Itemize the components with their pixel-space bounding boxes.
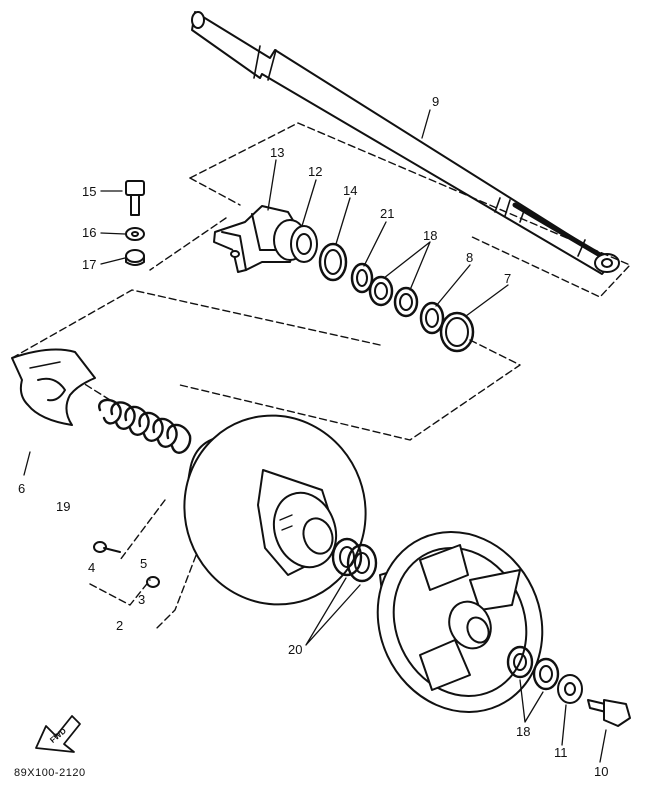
bolt-part-15 <box>125 180 145 216</box>
callout-14: 14 <box>343 183 357 198</box>
callout-19: 19 <box>56 499 70 514</box>
screw-part-4 <box>93 541 121 553</box>
callout-16: 16 <box>82 225 96 240</box>
washer-part-20b <box>346 543 378 583</box>
fixed-sheave-disc <box>183 414 367 606</box>
bolt-part-10 <box>587 699 631 727</box>
washer-part-18a <box>368 275 394 307</box>
callout-3: 3 <box>138 592 145 607</box>
callout-5: 5 <box>140 556 147 571</box>
bushing-part-12 <box>273 219 318 263</box>
callout-15: 15 <box>82 184 96 199</box>
callout-20: 20 <box>288 642 302 657</box>
washer-part-18c <box>506 645 534 679</box>
callout-7: 7 <box>504 271 511 286</box>
callout-6: 6 <box>18 481 25 496</box>
upper-assembly-outline <box>149 122 631 298</box>
callout-21: 21 <box>380 206 394 221</box>
callout-2: 2 <box>116 618 123 633</box>
washer-part-20a <box>331 537 363 577</box>
spring-part-19 <box>98 398 192 454</box>
callout-18: 18 <box>423 228 437 243</box>
washer-part-21 <box>350 262 374 294</box>
part-code: 89X100-2120 <box>14 767 86 779</box>
circlip-part-8 <box>419 301 445 335</box>
callout-10: 10 <box>594 764 608 779</box>
callout-9: 9 <box>432 94 439 109</box>
ring-part-7 <box>439 311 475 353</box>
washer-part-16 <box>125 227 145 241</box>
callout-11: 11 <box>554 745 568 760</box>
callout-17: 17 <box>82 257 96 272</box>
circlip-part-14 <box>318 242 348 282</box>
washer-part-18d <box>532 657 560 691</box>
callout-4: 4 <box>88 560 95 575</box>
nut-part-17 <box>125 249 145 266</box>
bracket-part-13 <box>213 205 301 273</box>
washer-part-18b <box>393 286 419 318</box>
clip-part-3 <box>146 576 160 588</box>
callout-12: 12 <box>308 164 322 179</box>
callout-18b: 18 <box>516 724 530 739</box>
leader-lines <box>23 109 607 763</box>
collar-part-11 <box>557 674 583 704</box>
forward-arrow-icon <box>35 715 81 753</box>
movable-sheave <box>376 531 544 713</box>
callout-13: 13 <box>270 145 284 160</box>
callout-8: 8 <box>466 250 473 265</box>
cam-part-6 <box>11 348 96 426</box>
